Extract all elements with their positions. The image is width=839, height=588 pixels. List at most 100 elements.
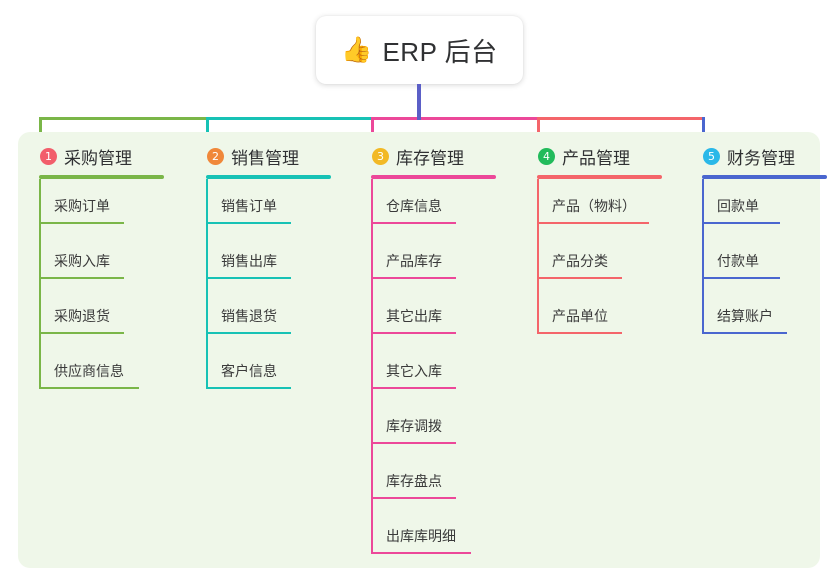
column-1: 1 采购管理采购订单采购入库采购退货供应商信息 [20,143,164,399]
sub-item-underline [39,222,124,224]
sub-item-label: 回款单 [717,198,759,214]
sub-item-label: 产品单位 [552,308,608,324]
sub-item-underline [702,222,780,224]
column-body-2: 销售订单销售出库销售退货客户信息 [187,179,331,399]
sub-item[interactable]: 产品单位 [518,289,662,344]
column-header-2[interactable]: 2 销售管理 [187,143,331,169]
column-underline-1 [39,175,164,179]
root-node[interactable]: 👍 ERP 后台 [316,16,523,84]
sub-item-underline [206,222,291,224]
sub-item-underline [39,387,139,389]
sub-item[interactable]: 销售出库 [187,234,331,289]
sub-item-label: 付款单 [717,253,759,269]
sub-item[interactable]: 其它入库 [352,344,496,399]
connector-drop-1 [39,117,42,145]
sub-item-label: 采购订单 [54,198,110,214]
sub-item-underline [371,387,456,389]
sub-item-label: 库存调拨 [386,418,442,434]
sub-item[interactable]: 其它出库 [352,289,496,344]
sub-item-label: 销售退货 [221,308,277,324]
column-trunk-4 [537,179,539,334]
connector-drop-2 [206,117,209,145]
sub-item[interactable]: 采购入库 [20,234,164,289]
column-badge-4: 4 [538,147,555,165]
sub-item-underline [206,387,291,389]
sub-item[interactable]: 采购订单 [20,179,164,234]
sub-item-underline [206,332,291,334]
sub-item[interactable]: 产品（物料） [518,179,662,234]
column-2: 2 销售管理销售订单销售出库销售退货客户信息 [187,143,331,399]
column-title-2: 销售管理 [231,148,299,168]
sub-item-underline [39,277,124,279]
column-body-3: 仓库信息产品库存其它出库其它入库库存调拨库存盘点出库库明细 [352,179,496,564]
sub-item-underline [371,442,456,444]
column-underline-5 [702,175,827,179]
sub-item-label: 产品库存 [386,253,442,269]
column-trunk-1 [39,179,41,389]
column-title-1: 采购管理 [64,148,132,168]
column-underline-4 [537,175,662,179]
column-header-1[interactable]: 1 采购管理 [20,143,164,169]
column-badge-2: 2 [207,147,224,165]
sub-item[interactable]: 付款单 [683,234,827,289]
sub-item[interactable]: 销售订单 [187,179,331,234]
sub-item-label: 其它出库 [386,308,442,324]
sub-item-label: 销售订单 [221,198,277,214]
column-trunk-2 [206,179,208,389]
sub-item-underline [39,332,124,334]
column-body-4: 产品（物料） 产品分类产品单位 [518,179,662,344]
column-badge-1: 1 [40,147,57,165]
column-body-1: 采购订单采购入库采购退货供应商信息 [20,179,164,399]
column-badge-3: 3 [372,147,389,165]
column-title-4: 产品管理 [562,148,630,168]
column-header-4[interactable]: 4 产品管理 [518,143,662,169]
sub-item-label: 采购退货 [54,308,110,324]
sub-item-underline [371,277,456,279]
sub-item[interactable]: 结算账户 [683,289,827,344]
sub-item-underline [537,332,622,334]
sub-item[interactable]: 库存调拨 [352,399,496,454]
sub-item[interactable]: 产品库存 [352,234,496,289]
column-underline-3 [371,175,496,179]
sub-item-underline [371,222,456,224]
sub-item-underline [702,332,787,334]
sub-item-underline [537,222,649,224]
connector-bus-segment-4 [537,117,705,120]
column-trunk-5 [702,179,704,334]
sub-item[interactable]: 出库库明细 [352,509,496,564]
diagram-panel [18,132,820,568]
sub-item-label: 库存盘点 [386,473,442,489]
sub-item[interactable]: 销售退货 [187,289,331,344]
root-node-title: ERP 后台 [382,36,498,67]
sub-item[interactable]: 供应商信息 [20,344,164,399]
column-body-5: 回款单付款单结算账户 [683,179,827,344]
sub-item-underline [206,277,291,279]
sub-item-label: 结算账户 [717,308,773,324]
sub-item[interactable]: 库存盘点 [352,454,496,509]
sub-item[interactable]: 仓库信息 [352,179,496,234]
sub-item[interactable]: 客户信息 [187,344,331,399]
column-trunk-3 [371,179,373,554]
sub-item[interactable]: 采购退货 [20,289,164,344]
sub-item-label: 出库库明细 [386,528,456,544]
connector-root-stem [417,84,421,120]
sub-item-label: 产品（物料） [552,198,636,214]
connector-bus-segment-2 [206,117,374,120]
connector-drop-4 [537,117,540,145]
column-badge-5: 5 [703,147,720,165]
sub-item-label: 仓库信息 [386,198,442,214]
sub-item-underline [371,332,456,334]
sub-item-label: 供应商信息 [54,363,124,379]
sub-item[interactable]: 产品分类 [518,234,662,289]
sub-item-label: 产品分类 [552,253,608,269]
sub-item-underline [702,277,780,279]
sub-item[interactable]: 回款单 [683,179,827,234]
thumbs-up-icon: 👍 [341,35,373,64]
connector-bus-segment-1 [39,117,209,120]
sub-item-label: 销售出库 [221,253,277,269]
sub-item-label: 其它入库 [386,363,442,379]
